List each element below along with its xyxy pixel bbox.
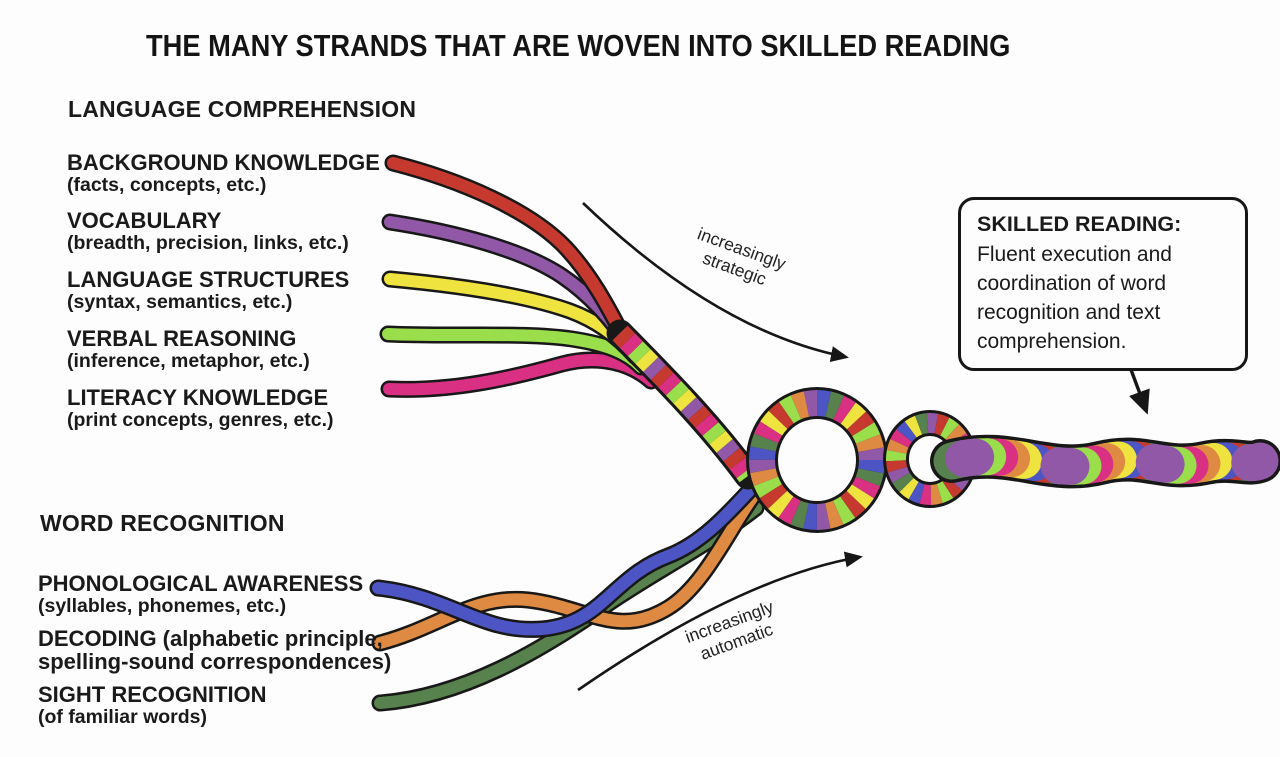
rope-loop-large <box>762 403 872 517</box>
word-recognition-heading: WORD RECOGNITION <box>40 510 285 536</box>
strand-name: DECODING (alphabetic principle, <box>38 626 383 651</box>
lower-strands-group <box>378 490 756 703</box>
strand-phonological-awareness: PHONOLOGICAL AWARENESS (syllables, phone… <box>38 572 363 618</box>
strand-verbal-reasoning: VERBAL REASONING (inference, metaphor, e… <box>67 327 310 373</box>
callout-body: Fluent execution and coordination of wor… <box>977 243 1172 353</box>
strand-detail: (breadth, precision, links, etc.) <box>67 232 349 254</box>
increasingly-strategic-arrow <box>582 202 849 362</box>
strand-detail: (syntax, semantics, etc.) <box>67 291 293 313</box>
strand-detail: (inference, metaphor, etc.) <box>67 350 310 372</box>
strand-name: LANGUAGE STRUCTURES <box>67 267 350 292</box>
strand-language-structures: LANGUAGE STRUCTURES (syntax, semantics, … <box>67 268 349 314</box>
increasingly-automatic-arrow <box>577 551 863 692</box>
strand-decoding: DECODING (alphabetic principle, spelling… <box>38 627 391 673</box>
callout-title: SKILLED READING: <box>977 212 1182 236</box>
strand-name: SIGHT RECOGNITION <box>38 682 267 707</box>
upper-strands-group <box>388 163 651 389</box>
strand-name: VOCABULARY <box>67 208 222 233</box>
strand-detail: spelling-sound correspondences) <box>38 649 392 674</box>
strand-literacy-knowledge: LITERACY KNOWLEDGE (print concepts, genr… <box>67 386 334 432</box>
upper-twisted-rope <box>620 333 748 476</box>
strand-detail: (syllables, phonemes, etc.) <box>38 595 287 617</box>
strand-background-knowledge: BACKGROUND KNOWLEDGE (facts, concepts, e… <box>67 151 380 197</box>
strand-vocabulary: VOCABULARY (breadth, precision, links, e… <box>67 209 349 255</box>
strand-name: BACKGROUND KNOWLEDGE <box>67 150 380 175</box>
strand-detail: (of familiar words) <box>38 706 208 728</box>
merged-rope <box>952 457 1260 467</box>
skilled-reading-callout: SKILLED READING: Fluent execution and co… <box>958 197 1248 371</box>
strand-name: PHONOLOGICAL AWARENESS <box>38 571 364 596</box>
strand-sight-recognition: SIGHT RECOGNITION (of familiar words) <box>38 683 267 729</box>
strand-name: LITERACY KNOWLEDGE <box>67 385 329 410</box>
strand-detail: (print concepts, genres, etc.) <box>67 409 334 431</box>
page-title: THE MANY STRANDS THAT ARE WOVEN INTO SKI… <box>146 28 1011 63</box>
skilled-reading-pointer-arrow <box>1128 366 1150 415</box>
strand-detail: (facts, concepts, etc.) <box>67 174 267 196</box>
strand-name: VERBAL REASONING <box>67 326 297 351</box>
language-comprehension-heading: LANGUAGE COMPREHENSION <box>68 96 417 122</box>
